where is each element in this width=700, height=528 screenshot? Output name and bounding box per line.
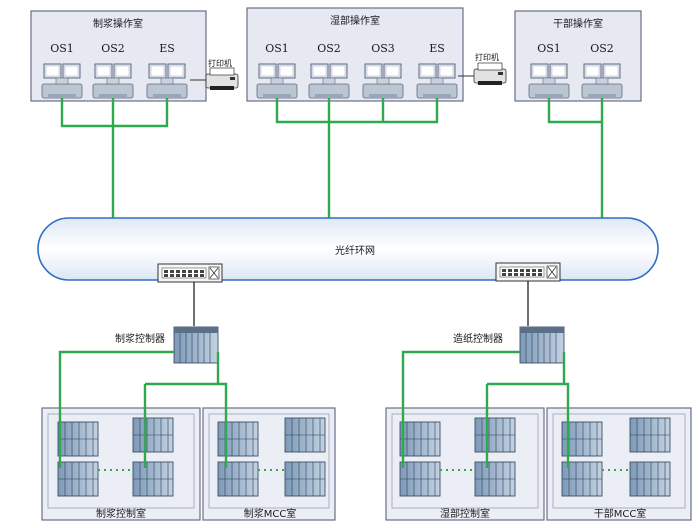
controller-icon[interactable] <box>519 326 565 364</box>
io-cabinet-icon[interactable] <box>217 461 259 497</box>
station-links <box>60 98 604 222</box>
io-cabinet-icon[interactable] <box>474 461 516 497</box>
io-cabinet-icon[interactable] <box>284 461 326 497</box>
io-cabinet-icon[interactable] <box>629 417 671 453</box>
network-switch-icon[interactable] <box>157 263 223 283</box>
ring-label: 光纤环网 <box>335 244 375 257</box>
station-label: ES <box>429 42 445 55</box>
station-label: OS1 <box>265 42 289 55</box>
field-bus-links <box>58 350 570 468</box>
room-right-control-label: 湿部控制室 <box>440 507 490 520</box>
room-papermaking: 湿部操作室 OS1 OS2 OS3 ES <box>246 7 464 102</box>
station-label: OS3 <box>371 42 395 55</box>
room-drying: 干部操作室 OS1 OS2 <box>514 10 642 102</box>
station-label: OS1 <box>537 42 561 55</box>
room-left-control-label: 制浆控制室 <box>96 507 146 520</box>
printer-label: 打印机 <box>475 52 499 62</box>
room-left-mcc-label: 制浆MCC室 <box>244 507 297 520</box>
printer-icon[interactable] <box>205 67 239 91</box>
io-cabinet-icon[interactable] <box>217 421 259 457</box>
fiber-ring: 光纤环网 <box>37 217 659 281</box>
station-label: OS2 <box>317 42 341 55</box>
room-pulping-title: 制浆操作室 <box>93 17 143 30</box>
io-cabinet-icon[interactable] <box>399 461 441 497</box>
station-label: ES <box>159 42 175 55</box>
printer-icon[interactable] <box>473 62 507 86</box>
station-label: OS2 <box>590 42 614 55</box>
station-label: OS2 <box>101 42 125 55</box>
controller-icon[interactable] <box>173 326 219 364</box>
station-label: OS1 <box>50 42 74 55</box>
room-papermaking-title: 湿部操作室 <box>330 14 380 27</box>
printer-label: 打印机 <box>208 58 232 68</box>
room-right-mcc-label: 干部MCC室 <box>594 507 647 520</box>
controller-label: 制浆控制器 <box>115 332 165 345</box>
room-drying-title: 干部操作室 <box>553 17 603 30</box>
io-cabinet-icon[interactable] <box>474 417 516 453</box>
io-cabinet-icon[interactable] <box>57 421 99 457</box>
io-cabinet-icon[interactable] <box>132 461 174 497</box>
io-cabinet-icon[interactable] <box>284 417 326 453</box>
io-cabinet-icon[interactable] <box>399 421 441 457</box>
controller-label: 造纸控制器 <box>453 332 503 345</box>
io-cabinet-icon[interactable] <box>132 417 174 453</box>
io-cabinet-icon[interactable] <box>57 461 99 497</box>
room-pulping: 制浆操作室 OS1 OS2 ES <box>30 10 207 102</box>
network-switch-icon[interactable] <box>495 262 561 282</box>
io-cabinet-icon[interactable] <box>629 461 671 497</box>
